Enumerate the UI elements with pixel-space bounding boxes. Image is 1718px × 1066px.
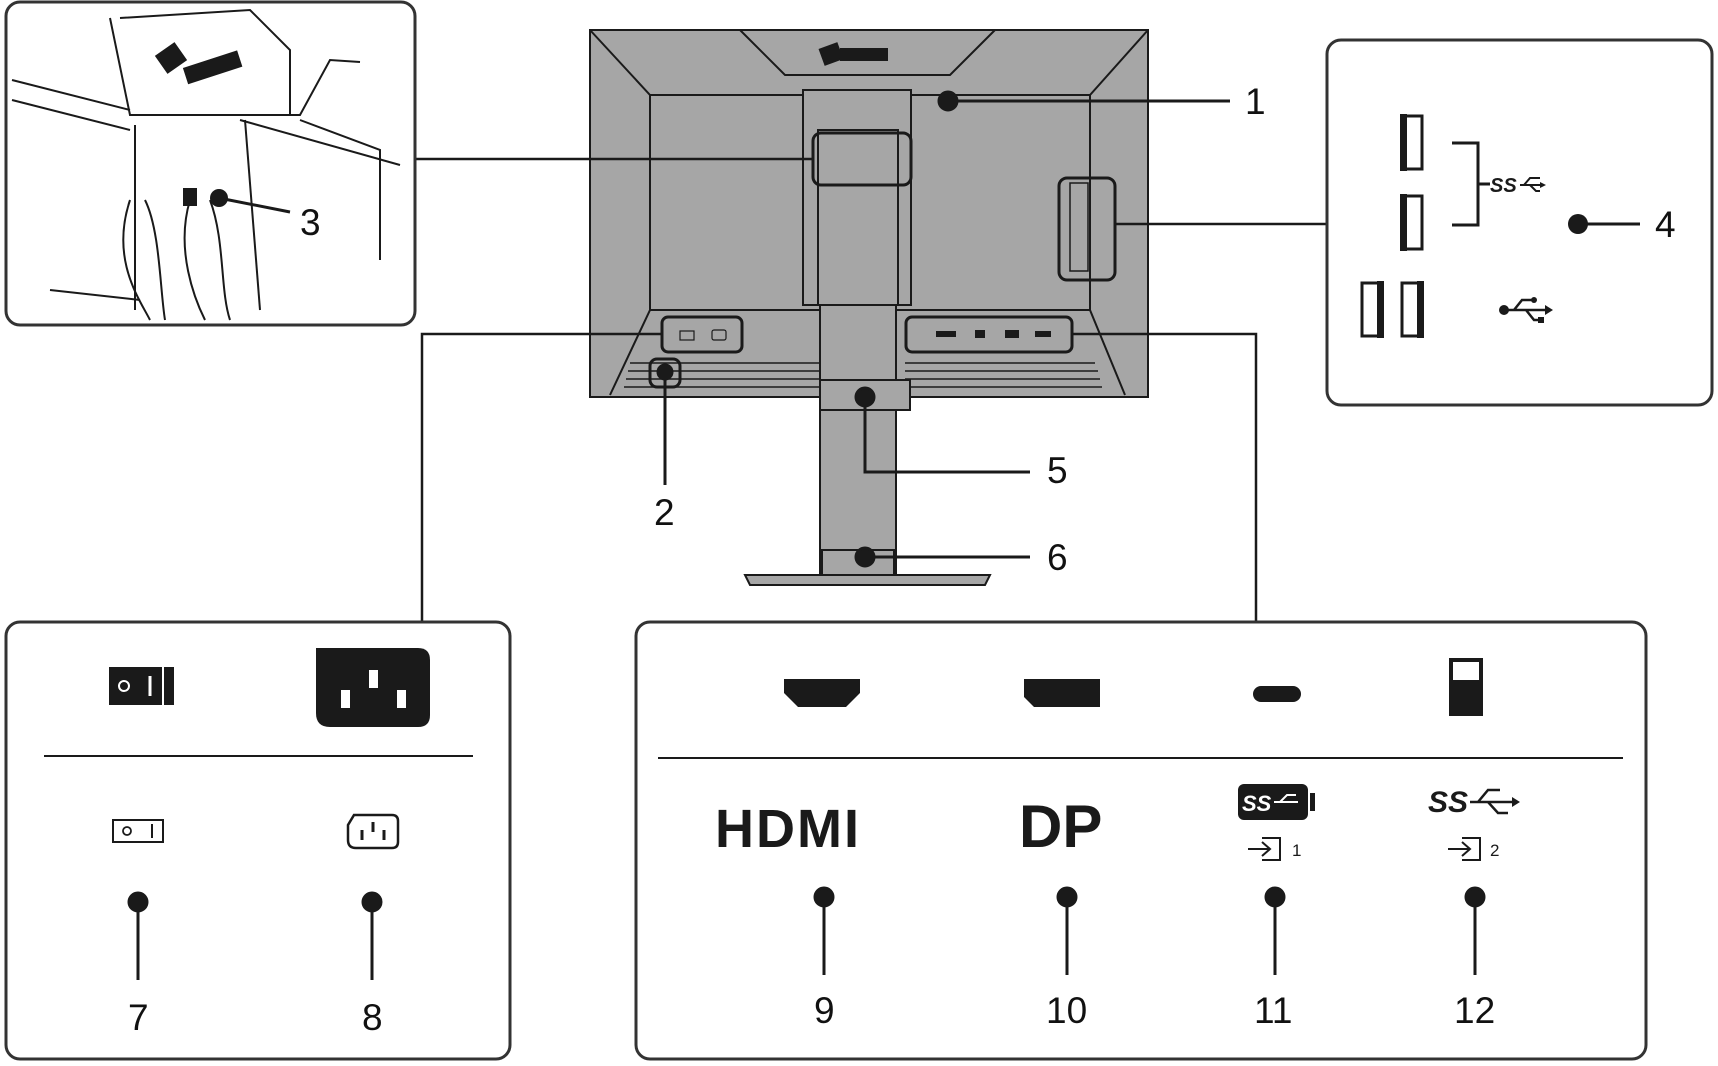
- brand-logo: [818, 42, 888, 66]
- ss-usb-bracket: [1452, 141, 1490, 227]
- usb-side-highlight: [1057, 176, 1117, 282]
- callout-number-9: 9: [814, 990, 835, 1031]
- callout-number-10: 10: [1046, 990, 1087, 1031]
- usb-side-detail-panel: SS 4: [1325, 38, 1714, 407]
- callout-number-7: 7: [128, 997, 149, 1038]
- power-switch-icon: [109, 667, 174, 705]
- callout-number-1: 1: [1245, 81, 1266, 122]
- usb-b-input-number: 2: [1490, 841, 1499, 860]
- ac-inlet-icon: [316, 648, 430, 727]
- superspeed-usb-c-icon: SS: [1238, 784, 1315, 820]
- stand-release-illustration: [11, 8, 401, 321]
- usb-c-port-icon: [1253, 686, 1301, 702]
- superspeed-usb-icon: [1035, 331, 1051, 337]
- callout-number-11: 11: [1254, 990, 1292, 1031]
- usb-icon: [1499, 297, 1553, 323]
- stand-release-detail-panel: 3: [4, 0, 417, 327]
- usb-c-port-icon: [1005, 330, 1019, 338]
- monitor-rear-view: [589, 29, 1149, 586]
- superspeed-usb-icon: SS: [1428, 786, 1520, 819]
- superspeed-usb-icon: SS: [1490, 175, 1546, 197]
- power-detail-panel: 7 8: [4, 620, 512, 1061]
- displayport-port-icon: [975, 330, 985, 338]
- power-switch-symbol: [112, 819, 164, 843]
- ac-inlet-symbol: [346, 813, 400, 850]
- callout-number-3: 3: [300, 202, 321, 243]
- callout-number-5: 5: [1047, 450, 1068, 491]
- svg-text:SS: SS: [1490, 175, 1517, 197]
- usb-c-input-number: 1: [1292, 841, 1301, 860]
- callout-number-4: 4: [1655, 204, 1676, 245]
- callout-number-6: 6: [1047, 537, 1068, 578]
- hdmi-port-icon: [936, 331, 956, 337]
- connector-lines: [415, 157, 1327, 622]
- callout-number-8: 8: [362, 997, 383, 1038]
- inputs-detail-panel: HDMI DP SS 1 SS 2: [634, 620, 1648, 1061]
- input-arrow-icon: [1448, 837, 1481, 861]
- svg-text:SS: SS: [1242, 791, 1272, 816]
- displayport-port-icon: [1024, 679, 1100, 707]
- usb-b-port-icon: [1449, 658, 1483, 716]
- ac-inlet-icon: [711, 329, 727, 341]
- callout-number-2: 2: [654, 492, 675, 533]
- hdmi-port-icon: [784, 679, 860, 707]
- input-arrow-icon: [1248, 837, 1281, 861]
- callout-number-12: 12: [1454, 990, 1495, 1031]
- svg-text:SS: SS: [1428, 786, 1468, 819]
- monitor-callouts: [656, 90, 1230, 568]
- brand-logo-detail: [154, 42, 243, 85]
- dp-label: DP: [1019, 793, 1102, 860]
- power-switch-icon: [679, 330, 695, 341]
- hdmi-label: HDMI: [715, 799, 861, 859]
